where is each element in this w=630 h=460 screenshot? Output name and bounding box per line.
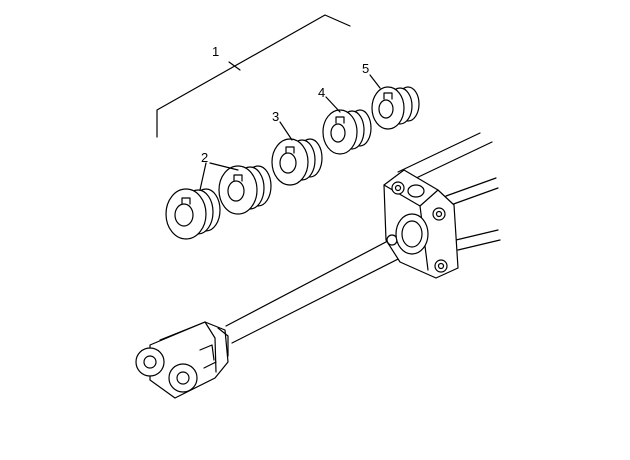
callout-2: 2 xyxy=(201,150,208,165)
rod-clevis xyxy=(135,321,229,399)
piston-rod xyxy=(225,231,413,344)
callout-1: 1 xyxy=(212,44,219,59)
leader-lines xyxy=(199,74,381,191)
callout-5: 5 xyxy=(362,61,369,76)
end-cap xyxy=(383,169,459,279)
seal-part-5 xyxy=(371,86,420,130)
callout-4: 4 xyxy=(318,85,325,100)
seal-part-2b xyxy=(218,165,272,215)
seal-part-3 xyxy=(271,138,323,186)
seal-part-2a xyxy=(165,188,221,240)
callout-3: 3 xyxy=(272,109,279,124)
seal-part-4 xyxy=(322,109,372,155)
cylinder-tube xyxy=(397,132,501,251)
kit-bracket xyxy=(156,14,351,138)
